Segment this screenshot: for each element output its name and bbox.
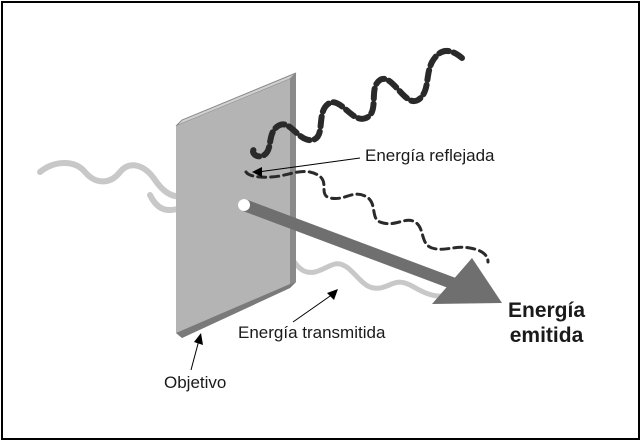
panel-side-face — [290, 73, 296, 288]
transmitted-pointer-head — [327, 289, 338, 300]
emitted-arrow-origin — [238, 199, 250, 211]
panel-front-face — [176, 79, 290, 338]
emitted-energy-label-line2: emitida — [509, 324, 584, 348]
reflected-wave-incoming — [250, 48, 465, 160]
reflected-pointer-line — [257, 157, 361, 173]
emitted-energy-label-line1: Energía — [508, 299, 586, 322]
reflected-energy-label: Energía reflejada — [365, 146, 495, 165]
reflected-wave-outgoing — [244, 169, 490, 264]
transmitted-energy-label: Energía transmitida — [238, 323, 386, 342]
panel-bottom-edge — [176, 282, 296, 338]
emitted-arrow-shaft — [238, 199, 474, 295]
target-pointer-line — [190, 339, 200, 371]
transmitted-pointer-line — [292, 293, 334, 323]
incoming-wave — [37, 160, 188, 200]
emitted-energy-label: Energía emitida — [508, 298, 585, 348]
target-pointer-head — [194, 333, 203, 345]
emitted-arrow-head — [432, 258, 502, 304]
reflected-pointer-head — [252, 167, 262, 177]
target-label: Objetivo — [164, 373, 227, 392]
